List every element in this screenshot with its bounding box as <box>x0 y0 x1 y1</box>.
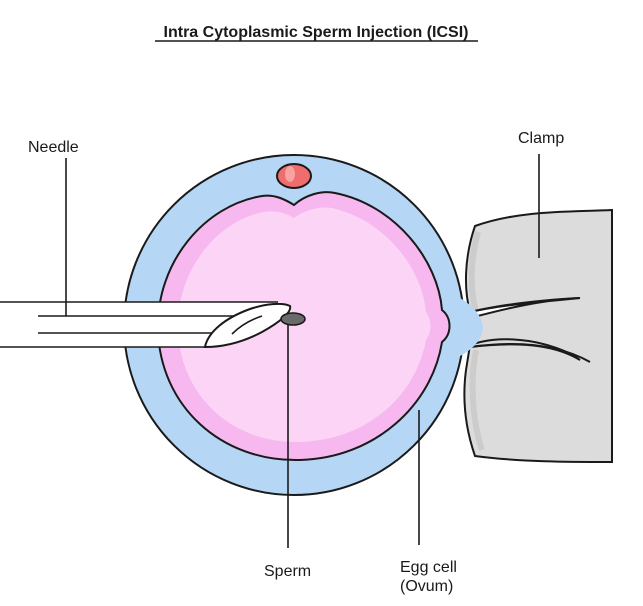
label-clamp: Clamp <box>518 130 564 147</box>
polar-body-highlight <box>285 166 295 182</box>
sperm-head <box>280 312 306 326</box>
needle-bevel-tip <box>203 302 292 349</box>
label-egg-cell-line2: (Ovum) <box>400 578 453 595</box>
needle-bevel-inner <box>231 315 263 335</box>
label-sperm: Sperm <box>264 563 311 580</box>
label-needle: Needle <box>28 139 79 156</box>
zona-suction-bulge <box>460 298 483 356</box>
clamp-channel-bottom <box>469 343 591 363</box>
egg-cytoplasm-inner <box>177 207 431 443</box>
diagram-title: Intra Cytoplasmic Sperm Injection (ICSI) <box>164 24 469 41</box>
clamp-channel-top <box>469 297 581 313</box>
label-egg-cell-line1: Egg cell <box>400 559 457 576</box>
clamp-front-highlight <box>468 231 485 451</box>
